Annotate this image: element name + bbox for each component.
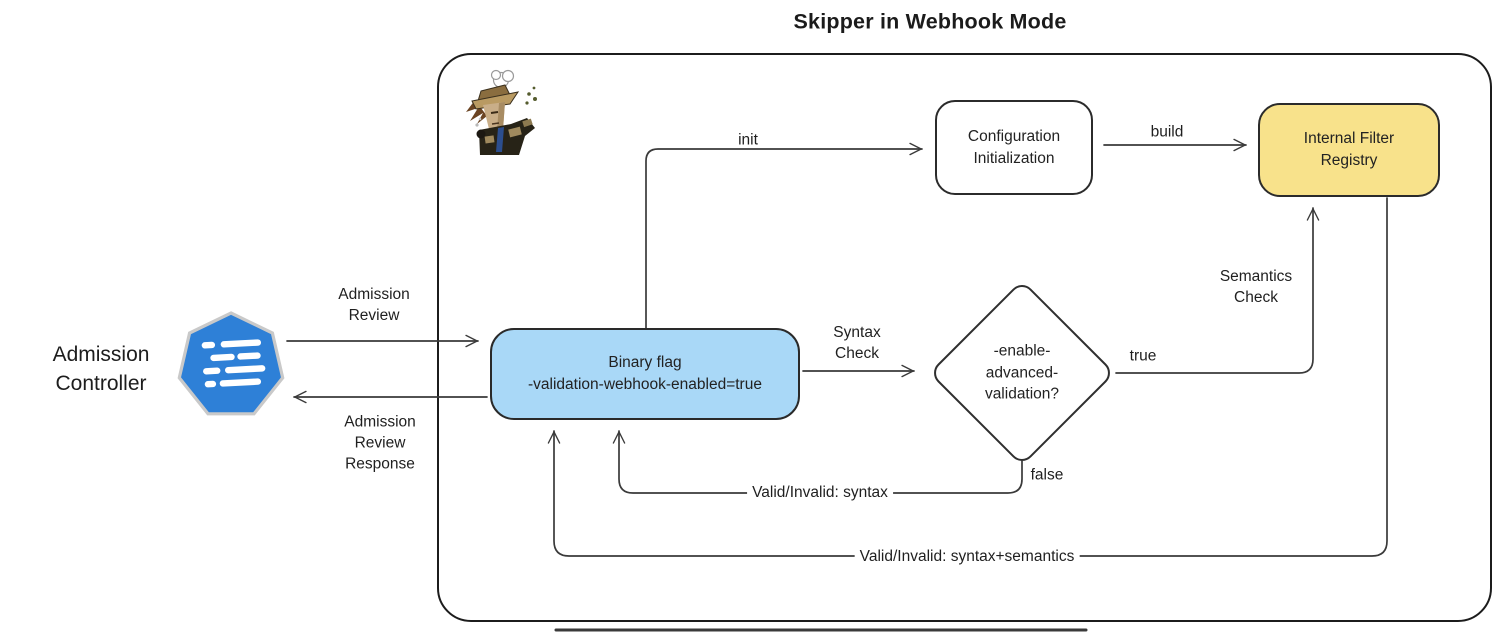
kubernetes-heptagon-list-icon <box>177 311 285 416</box>
admission-controller-label: Admission Controller <box>52 343 150 395</box>
list-lines-glyph <box>201 339 266 388</box>
edge-label-true: true <box>1129 347 1157 365</box>
node-configuration-initialization: Configuration Initialization <box>935 100 1093 195</box>
edge-label-build: build <box>1150 123 1184 141</box>
webhook-mode-container <box>437 53 1492 622</box>
edge-label-syntax-check: Syntax Check <box>833 323 881 362</box>
edge-label-valid-invalid-syntax-semantics: Valid/Invalid: syntax+semantics <box>854 548 1080 566</box>
edge-label-semantics-check: Semantics Check <box>1219 267 1293 306</box>
node-decision-label: -enable- advanced- validation? <box>984 342 1060 403</box>
edge-label-false: false <box>1030 466 1064 484</box>
edge-label-admission-review-response: Admission Review Response <box>344 413 416 473</box>
edge-label-valid-invalid-syntax: Valid/Invalid: syntax <box>747 484 893 502</box>
node-internal-filter-registry: Internal Filter Registry <box>1258 103 1440 197</box>
edge-label-init: init <box>738 131 758 149</box>
page-title: Skipper in Webhook Mode <box>793 9 1067 34</box>
node-binary-flag: Binary flag -validation-webhook-enabled=… <box>490 328 800 420</box>
edge-label-admission-review: Admission Review <box>338 285 410 324</box>
